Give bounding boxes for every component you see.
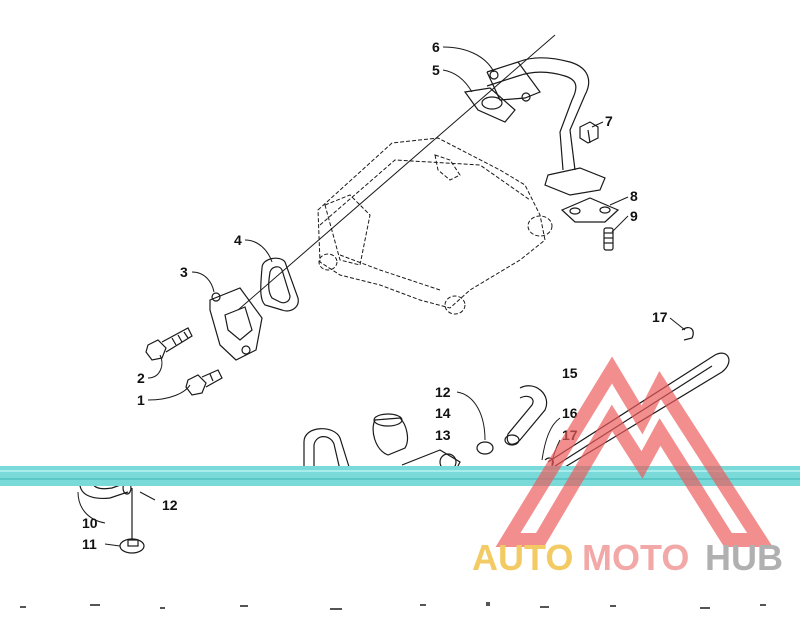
scan-band [0,466,800,486]
label-part-4: 4 [234,232,242,248]
label-part-1: 1 [137,392,145,408]
upper-pipe-part-6 [486,57,606,196]
label-part-6: 6 [432,39,440,55]
label-part-17-top: 17 [652,309,668,325]
label-part-15: 15 [562,365,578,381]
label-part-5: 5 [432,62,440,78]
leader-lines [77,46,686,547]
label-part-10: 10 [82,515,98,531]
assembly-centerline [237,34,556,311]
label-part-16: 16 [562,405,578,421]
watermark-auto: AUTO [472,537,573,578]
cover-plate-part-3 [209,287,263,361]
stud-part-9 [603,227,614,251]
watermark-moto: MOTO [582,537,689,578]
gasket-part-5 [463,87,516,123]
label-part-8: 8 [630,188,638,204]
gasket-part-4 [260,257,299,312]
bolt-part-1 [185,369,223,396]
lower-hoses [79,326,730,554]
label-part-14: 14 [435,405,451,421]
nut-part-7 [579,121,599,144]
bolt-part-2 [145,327,193,361]
automotohub-watermark: AUTO MOTO HUB [472,356,783,578]
label-part-12-bottom: 12 [162,497,178,513]
label-part-13: 13 [435,427,451,443]
label-part-2: 2 [137,370,145,386]
gasket-part-8 [560,197,620,223]
label-part-12-top: 12 [435,384,451,400]
label-part-7: 7 [605,113,613,129]
watermark-hub: HUB [705,537,783,578]
label-part-3: 3 [180,264,188,280]
scan-noise [20,602,766,610]
label-part-11: 11 [82,536,97,552]
valve-cover [317,137,553,315]
label-part-9: 9 [630,208,638,224]
watermark-triangle-mark [495,356,773,547]
